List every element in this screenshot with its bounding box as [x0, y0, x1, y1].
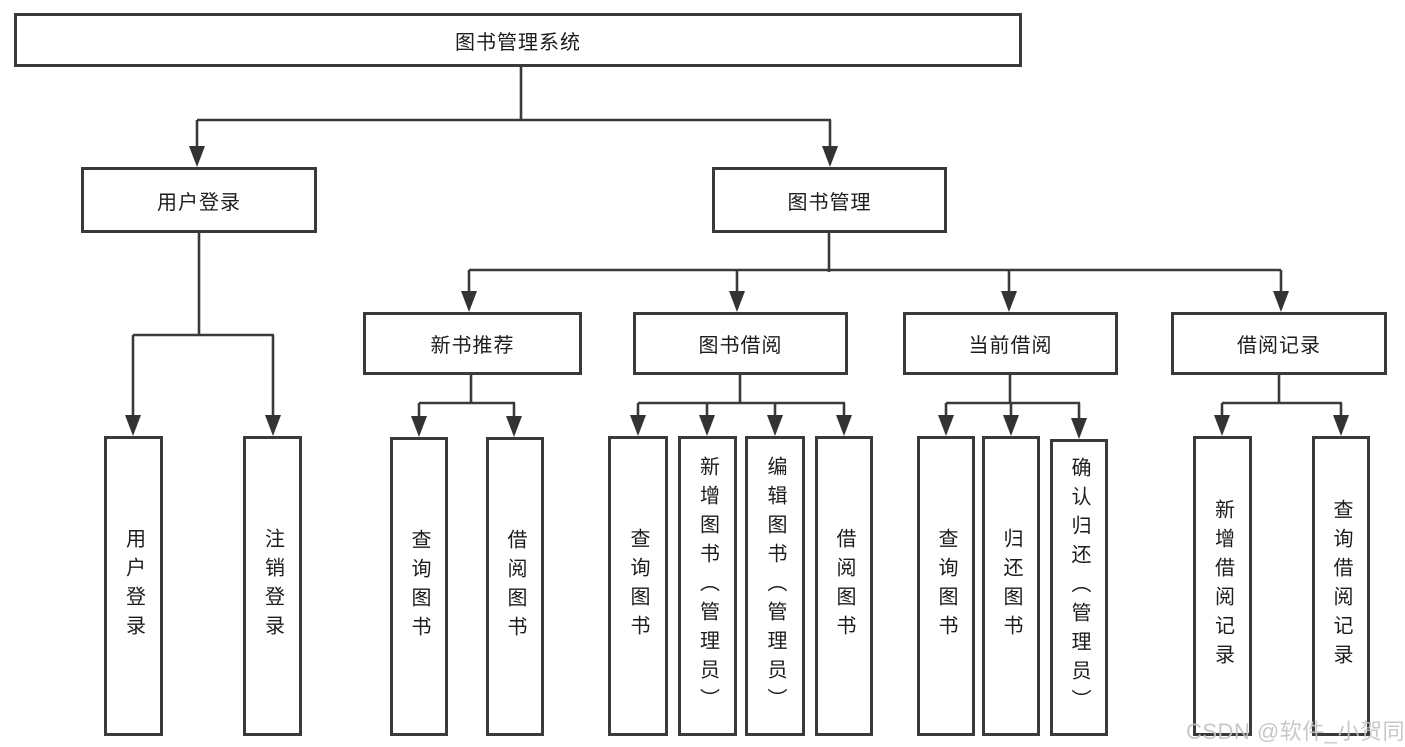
node-label: 查询图书 [935, 528, 957, 644]
node-label: 查询图书 [408, 528, 430, 645]
leaf-user-login: 用户登录 [104, 436, 163, 736]
connector-record-to-children [1214, 374, 1349, 436]
node-label: 图书借阅 [698, 335, 783, 357]
arrowhead [729, 291, 745, 312]
leaf-logout: 注销登录 [243, 436, 302, 736]
node-label: 图书管理系统 [455, 31, 581, 54]
arrowhead [699, 415, 715, 436]
node-current-borrow: 当前借阅 [903, 312, 1118, 375]
node-label: 查询借阅记录 [1330, 499, 1352, 673]
node-label: 注销登录 [261, 528, 284, 644]
node-root-system: 图书管理系统 [14, 13, 1022, 67]
connector-current-to-children [938, 374, 1087, 439]
node-book-borrow: 图书借阅 [633, 312, 848, 375]
node-label: 确认归还（管理员） [1068, 457, 1090, 718]
arrowhead [1214, 415, 1230, 436]
connector-mgmt-to-level3 [461, 232, 1289, 312]
arrowhead [1001, 291, 1017, 312]
leaf-query-borrow-record: 查询借阅记录 [1312, 436, 1370, 736]
leaf-borrow-book: 借阅图书 [815, 436, 873, 736]
node-label: 借阅图书 [504, 528, 526, 645]
node-label: 归还图书 [1000, 528, 1022, 644]
arrowhead [1071, 418, 1087, 439]
arrowhead [630, 415, 646, 436]
leaf-recommend-query-book: 查询图书 [390, 437, 448, 736]
arrowhead [1273, 291, 1289, 312]
arrowhead [461, 291, 477, 312]
connector-borrow-to-children [630, 374, 852, 436]
node-new-book-recommend: 新书推荐 [363, 312, 582, 375]
node-label: 用户登录 [122, 528, 145, 644]
connector-recommend-to-children [411, 374, 522, 437]
arrowhead [189, 146, 205, 167]
node-label: 借阅图书 [833, 528, 855, 644]
arrowhead [1333, 415, 1349, 436]
leaf-return-book: 归还图书 [982, 436, 1040, 736]
node-label: 新增借阅记录 [1211, 499, 1234, 673]
node-label: 当前借阅 [968, 335, 1053, 357]
leaf-borrow-query-book: 查询图书 [608, 436, 668, 736]
arrowhead [836, 415, 852, 436]
arrowhead [125, 415, 141, 436]
node-label: 新书推荐 [430, 335, 515, 357]
arrowhead [1003, 415, 1019, 436]
arrowhead [938, 415, 954, 436]
node-book-mgmt-branch: 图书管理 [712, 167, 947, 233]
leaf-add-book-admin: 新增图书（管理员） [678, 436, 737, 736]
node-label: 图书管理 [787, 191, 872, 214]
arrowhead [265, 415, 281, 436]
connector-login-to-children [125, 231, 281, 436]
node-label: 借阅记录 [1237, 335, 1321, 357]
node-user-login-branch: 用户登录 [81, 167, 317, 233]
node-label: 编辑图书（管理员） [764, 455, 786, 717]
arrowhead [822, 146, 838, 167]
leaf-edit-book-admin: 编辑图书（管理员） [745, 436, 805, 736]
node-borrow-record: 借阅记录 [1171, 312, 1387, 375]
leaf-confirm-return-admin: 确认归还（管理员） [1050, 439, 1108, 736]
connector-root-to-level2 [189, 66, 838, 167]
leaf-add-borrow-record: 新增借阅记录 [1193, 436, 1252, 736]
leaf-recommend-borrow-book: 借阅图书 [486, 437, 544, 736]
node-label: 新增图书（管理员） [696, 455, 719, 717]
node-label: 查询图书 [627, 528, 649, 644]
arrowhead [411, 416, 427, 437]
arrowhead [506, 416, 522, 437]
arrowhead [767, 415, 783, 436]
leaf-current-query-book: 查询图书 [917, 436, 975, 736]
csdn-watermark: CSDN @软件_小贺同学 [1186, 719, 1405, 744]
node-label: 用户登录 [157, 191, 241, 214]
